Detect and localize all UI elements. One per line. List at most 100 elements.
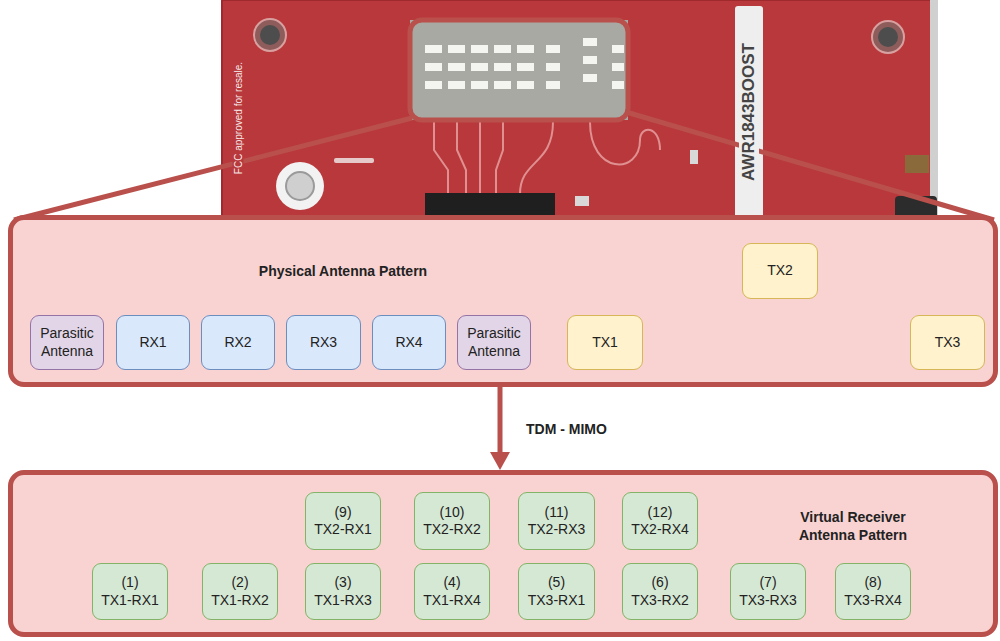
channel-label: TX2-RX3: [528, 521, 586, 539]
mounting-hole: [260, 25, 280, 45]
pcb-trace: [590, 122, 660, 164]
antenna-pad: [494, 63, 511, 71]
antenna-pad: [612, 63, 624, 71]
antenna-pad: [583, 56, 597, 64]
antenna-label: RX3: [310, 334, 337, 352]
antenna-area: [410, 20, 628, 120]
antenna-pad: [425, 81, 442, 89]
channel-number: (7): [759, 574, 776, 592]
rx-antenna: RX1: [116, 315, 190, 370]
channel-number: (3): [334, 574, 351, 592]
antenna-pad: [546, 81, 560, 89]
antenna-pad: [612, 81, 624, 89]
antenna-label: TX1: [592, 334, 618, 352]
pcb-edge: [222, 0, 932, 228]
virtual-antenna: (7)TX3-RX3: [730, 563, 806, 620]
antenna-pad: [448, 63, 465, 71]
pcb-trace: [479, 122, 481, 194]
antenna-pad: [471, 81, 488, 89]
zoom-line: [626, 112, 994, 220]
pcb-board: [222, 0, 932, 228]
channel-number: (1): [121, 574, 138, 592]
mounting-hole: [276, 162, 324, 210]
virtual-antenna: (8)TX3-RX4: [835, 563, 911, 620]
antenna-label: RX4: [395, 334, 422, 352]
channel-label: TX1-RX2: [211, 592, 269, 610]
virtual-antenna: (10)TX2-RX2: [414, 492, 490, 550]
pcb-trace: [496, 122, 503, 194]
channel-label: TX3-RX3: [739, 592, 797, 610]
antenna-panel: Virtual Receiver Antenna Pattern(9)TX2-R…: [8, 470, 998, 637]
smd-part: [690, 150, 698, 164]
channel-label: TX3-RX4: [844, 592, 902, 610]
parasitic-antenna: Parasitic Antenna: [30, 315, 104, 370]
antenna-pad: [425, 63, 442, 71]
virtual-antenna: (3)TX1-RX3: [305, 563, 381, 620]
antenna-pad: [583, 38, 597, 46]
channel-label: TX3-RX1: [528, 592, 586, 610]
tx-antenna: TX3: [910, 315, 985, 370]
board-print: FCC approved for resale.: [233, 60, 244, 176]
antenna-pad: [448, 45, 465, 53]
mounting-hole: [254, 19, 286, 51]
channel-label: TX2-RX4: [631, 521, 689, 539]
tx-antenna: TX1: [567, 315, 643, 370]
panel-title: Virtual Receiver Antenna Pattern: [785, 508, 921, 544]
board-name: AWR1843BOOST: [739, 41, 759, 183]
virtual-antenna: (12)TX2-RX4: [622, 492, 698, 550]
virtual-antenna: (6)TX3-RX2: [622, 563, 698, 620]
antenna-pad: [546, 45, 560, 53]
antenna-label: Parasitic Antenna: [461, 325, 527, 360]
antenna-pad: [471, 45, 488, 53]
antenna-pad: [471, 63, 488, 71]
mounting-hole: [878, 27, 898, 47]
virtual-antenna: (11)TX2-RX3: [518, 492, 595, 550]
antenna-pad: [517, 45, 534, 53]
channel-label: TX1-RX1: [101, 592, 159, 610]
channel-number: (10): [440, 504, 465, 522]
channel-number: (4): [443, 574, 460, 592]
board-background: [930, 0, 938, 228]
pcb-trace: [434, 122, 448, 194]
virtual-antenna: (1)TX1-RX1: [92, 563, 168, 620]
smd-part: [575, 196, 589, 206]
pcb-trace: [520, 122, 553, 194]
virtual-antenna: (2)TX1-RX2: [202, 563, 278, 620]
channel-number: (9): [334, 504, 351, 522]
antenna-pad: [612, 45, 624, 53]
antenna-label: Parasitic Antenna: [34, 325, 100, 360]
pcb-traces: [434, 122, 660, 194]
antenna-label: TX2: [767, 262, 793, 280]
rx-antenna: RX2: [201, 315, 275, 370]
antenna-panel: Physical Antenna Pattern TX2Parasitic Ant…: [8, 215, 998, 387]
channel-label: TX2-RX1: [314, 521, 372, 539]
antenna-label: RX1: [139, 334, 166, 352]
channel-label: TX3-RX2: [631, 592, 689, 610]
panel-title: Physical Antenna Pattern: [228, 262, 458, 280]
zoom-frame: [410, 20, 628, 120]
antenna-label: TX3: [935, 334, 961, 352]
mounting-hole: [286, 172, 314, 200]
channel-label: TX1-RX4: [423, 592, 481, 610]
rx-antenna: RX4: [372, 315, 446, 370]
rx-antenna: RX3: [286, 315, 361, 370]
pcb-trace: [457, 122, 466, 194]
antenna-pad: [517, 81, 534, 89]
virtual-antenna: (9)TX2-RX1: [305, 492, 381, 550]
tx-antenna: TX2: [742, 243, 818, 299]
channel-label: TX1-RX3: [314, 592, 372, 610]
zoom-line: [14, 118, 412, 220]
channel-label: TX2-RX2: [423, 521, 481, 539]
channel-number: (12): [648, 504, 673, 522]
channel-number: (11): [545, 504, 569, 522]
channel-number: (5): [548, 574, 565, 592]
antenna-pad: [425, 45, 442, 53]
antenna-pad: [448, 81, 465, 89]
flow-arrow: [498, 387, 503, 460]
edge-label: TDM - MIMO: [526, 421, 607, 437]
mounting-hole: [872, 21, 904, 53]
antenna-pad: [494, 45, 511, 53]
antenna-pad: [494, 81, 511, 89]
